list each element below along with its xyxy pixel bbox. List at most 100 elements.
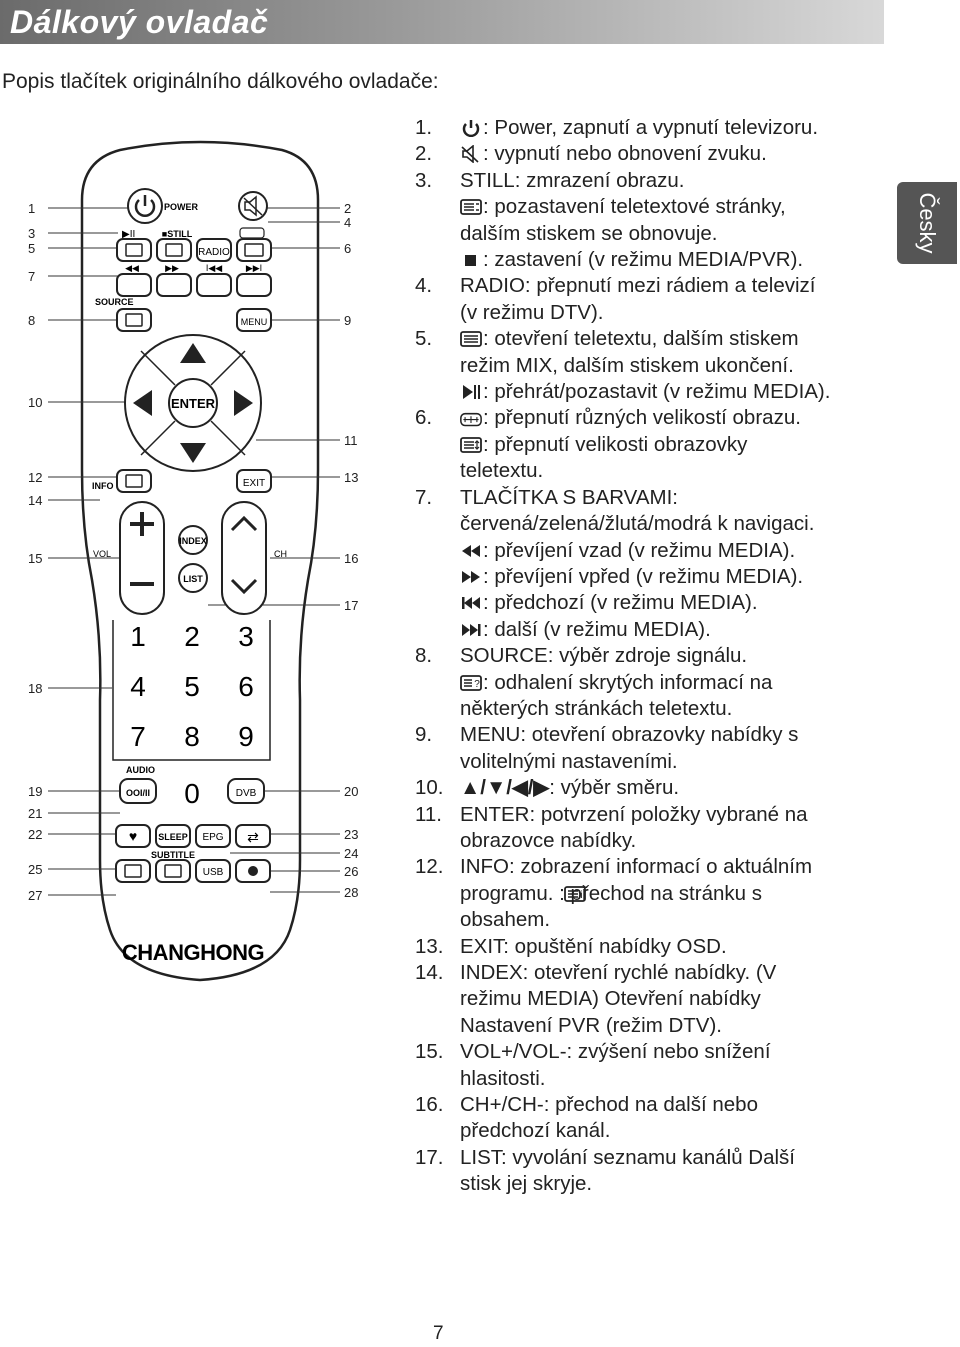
description-line: obrazovce nabídky. bbox=[415, 828, 885, 854]
description-text: některých stránkách teletextu. bbox=[460, 696, 733, 720]
description-line: : další (v režimu MEDIA). bbox=[415, 617, 885, 643]
svg-text:⇄: ⇄ bbox=[247, 829, 259, 845]
description-line: 12.INFO: zobrazení informací o aktuálním bbox=[415, 854, 885, 880]
description-line: 11.ENTER: potvrzení položky vybrané na bbox=[415, 802, 885, 828]
description-text: SOURCE: výběr zdroje signálu. bbox=[460, 644, 748, 668]
description-line: stisk jej skryje. bbox=[415, 1171, 885, 1197]
digit-7: 7 bbox=[130, 721, 146, 752]
description-text: stisk jej skryje. bbox=[460, 1172, 593, 1196]
callout-right-11: 26 bbox=[344, 864, 358, 879]
yellow-button bbox=[196, 273, 232, 297]
description-text: režimu MEDIA) Otevření nabídky bbox=[460, 987, 761, 1011]
svg-text:▶▶: ▶▶ bbox=[165, 263, 179, 273]
description-text: : další (v režimu MEDIA). bbox=[483, 617, 711, 641]
callout-right-7: 17 bbox=[344, 598, 358, 613]
description-line: 13.EXIT: opuštění nabídky OSD. bbox=[415, 934, 885, 960]
mute-button bbox=[238, 191, 268, 221]
description-text: INFO: zobrazení informací o aktuálním bbox=[460, 855, 813, 879]
digit-2: 2 bbox=[184, 621, 200, 652]
menu-button bbox=[236, 308, 272, 332]
previous-icon bbox=[460, 593, 482, 611]
description-text: EXIT: opuštění nabídky OSD. bbox=[460, 934, 727, 958]
description-text: : zastavení (v režimu MEDIA/PVR). bbox=[483, 248, 804, 272]
description-line: : pozastavení teletextové stránky, bbox=[415, 194, 885, 220]
description-line: režim MIX, dalším stiskem ukončení. bbox=[415, 353, 885, 379]
item-number: 10. bbox=[415, 776, 444, 800]
green-button bbox=[156, 273, 192, 297]
description-text: obsahem. bbox=[460, 908, 551, 932]
description-text: : odhalení skrytých informací na bbox=[483, 670, 773, 694]
svg-text:♥: ♥ bbox=[129, 828, 137, 844]
language-label: Česky bbox=[915, 192, 940, 254]
mute-icon bbox=[460, 144, 482, 165]
radio-button bbox=[196, 238, 232, 262]
info-button bbox=[116, 469, 152, 493]
callout-left-7: 14 bbox=[28, 493, 42, 508]
index-button bbox=[178, 525, 208, 555]
description-line: : přepnutí velikosti obrazovky bbox=[415, 432, 885, 458]
epg-button bbox=[195, 824, 231, 848]
callout-right-10: 24 bbox=[344, 846, 358, 861]
subtitle-label: SUBTITLE bbox=[151, 850, 195, 860]
item-number: 1. bbox=[415, 116, 433, 139]
description-text: MENU: otevření obrazovky nabídky s bbox=[460, 723, 799, 747]
description-text: TLAČÍTKA S BARVAMI: bbox=[460, 485, 678, 509]
exit-label: EXIT bbox=[243, 478, 265, 489]
header-bar: Dálkový ovladač bbox=[0, 0, 884, 44]
aspect-label-icon bbox=[239, 227, 265, 239]
description-line: 10.▲/▼/◀/▶: výběr směru. bbox=[415, 775, 885, 801]
dvb-label: DVB bbox=[236, 788, 257, 799]
audio-button bbox=[119, 778, 157, 804]
description-line: 1.: Power, zapnutí a vypnutí televizoru. bbox=[415, 115, 885, 141]
description-line: (v režimu DTV). bbox=[415, 300, 885, 326]
vol-label: VOL bbox=[93, 549, 111, 559]
remote-body bbox=[80, 140, 320, 982]
digit-6: 6 bbox=[238, 671, 254, 702]
description-line: ?: odhalení skrytých informací na bbox=[415, 670, 885, 696]
callout-left-2: 5 bbox=[28, 241, 35, 256]
callout-left-11: 21 bbox=[28, 806, 42, 821]
digit-9: 9 bbox=[238, 721, 254, 752]
source-label: SOURCE bbox=[95, 297, 134, 307]
description-line: 16. CH+/CH-: přechod na další nebo bbox=[415, 1092, 885, 1118]
power-icon bbox=[460, 118, 482, 138]
description-line: : zastavení (v režimu MEDIA/PVR). bbox=[415, 247, 885, 273]
blue-button bbox=[236, 273, 272, 297]
menu-label: MENU bbox=[241, 317, 268, 327]
red-button bbox=[116, 273, 152, 297]
callout-right-4: 11 bbox=[344, 433, 358, 448]
ch-label: CH bbox=[274, 549, 287, 559]
sleep-label: SLEEP bbox=[158, 832, 188, 842]
next-icon bbox=[460, 620, 482, 638]
item-number: 3. bbox=[415, 168, 433, 192]
description-line: hlasitosti. bbox=[415, 1066, 885, 1092]
callout-left-8: 15 bbox=[28, 551, 42, 566]
callout-right-1: 4 bbox=[344, 215, 351, 230]
intro-text: Popis tlačítek originálního dálkového ov… bbox=[2, 70, 439, 93]
teletext-hold-icon bbox=[460, 197, 482, 216]
index-page-icon: i bbox=[564, 884, 586, 902]
power-label: POWER bbox=[164, 202, 199, 212]
brand-logo: CHANGHONG bbox=[122, 940, 264, 965]
description-line: 3. STILL: zmrazení obrazu. bbox=[415, 168, 885, 194]
svg-text:i: i bbox=[580, 890, 582, 901]
description-line: 6.: přepnutí různých velikostí obrazu. bbox=[415, 405, 885, 431]
description-text: červená/zelená/žlutá/modrá k navigaci. bbox=[460, 512, 815, 536]
description-text: STILL: zmrazení obrazu. bbox=[460, 168, 685, 192]
description-line: : přehrát/pozastavit (v režimu MEDIA). bbox=[415, 379, 885, 405]
favorite-button bbox=[115, 824, 151, 848]
list-label: LIST bbox=[183, 574, 203, 584]
item-number: 16. bbox=[415, 1093, 444, 1117]
play-pause-icon bbox=[460, 382, 482, 400]
callout-right-5: 13 bbox=[344, 470, 358, 485]
description-text: : převíjení vpřed (v režimu MEDIA). bbox=[483, 564, 804, 588]
description-text: CH+/CH-: přechod na další nebo bbox=[460, 1093, 758, 1117]
description-line: : převíjení vpřed (v režimu MEDIA). bbox=[415, 564, 885, 590]
callout-left-4: 8 bbox=[28, 313, 35, 328]
callout-right-2: 6 bbox=[344, 241, 351, 256]
digit-3: 3 bbox=[238, 621, 254, 652]
svg-text:▶▶I: ▶▶I bbox=[246, 263, 262, 273]
item-number: 2. bbox=[415, 142, 433, 166]
description-text: : otevření teletextu, dalším stiskem bbox=[483, 327, 799, 351]
digit-4: 4 bbox=[130, 671, 146, 702]
